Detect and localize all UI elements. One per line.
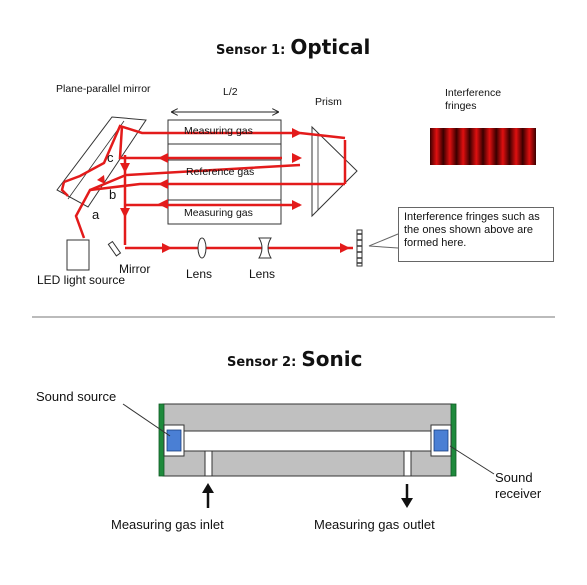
label-beam-b: b bbox=[109, 187, 117, 202]
label-measuring-gas-top: Measuring gas bbox=[184, 125, 253, 137]
label-lens-2: Lens bbox=[249, 267, 276, 281]
led-light-source bbox=[66, 239, 90, 271]
plane-parallel-mirror bbox=[56, 116, 147, 208]
label-prism: Prism bbox=[315, 96, 342, 108]
sensor2-prefix: Sensor 2: bbox=[227, 355, 297, 370]
label-reference-gas: Reference gas bbox=[186, 166, 255, 178]
label-sound-source: Sound source bbox=[36, 389, 117, 404]
sensor1-prefix: Sensor 1: bbox=[216, 43, 286, 58]
small-mirror bbox=[107, 240, 122, 257]
interference-fringes-image bbox=[430, 128, 536, 165]
label-plane-parallel-mirror: Plane-parallel mirror bbox=[56, 83, 151, 95]
label-led-light-source: LED light source bbox=[37, 273, 126, 287]
detector-screen bbox=[356, 229, 363, 267]
fringes-callout: Interference fringes such as the ones sh… bbox=[398, 207, 554, 262]
sensor2-title: Sensor 2: Sonic bbox=[227, 347, 362, 371]
sensor1-title: Sensor 1: Optical bbox=[216, 35, 370, 59]
label-outlet: Measuring gas outlet bbox=[314, 517, 435, 532]
label-measuring-gas-bottom: Measuring gas bbox=[184, 207, 253, 219]
sensor1-name: Optical bbox=[290, 35, 371, 59]
concave-lens bbox=[258, 237, 272, 259]
beam-c bbox=[118, 125, 282, 160]
sensor2-name: Sonic bbox=[301, 347, 363, 371]
label-lens-1: Lens bbox=[186, 267, 213, 281]
convex-lens bbox=[197, 237, 207, 259]
label-interference-fringes: Interference fringes bbox=[445, 87, 502, 112]
label-beam-c: c bbox=[107, 150, 114, 165]
label-beam-a: a bbox=[92, 207, 100, 222]
label-half-length: L/2 bbox=[223, 86, 238, 98]
prism bbox=[311, 125, 358, 218]
label-mirror: Mirror bbox=[119, 262, 151, 276]
label-sound-receiver: Sound receiver bbox=[495, 470, 542, 501]
label-inlet: Measuring gas inlet bbox=[111, 517, 224, 532]
